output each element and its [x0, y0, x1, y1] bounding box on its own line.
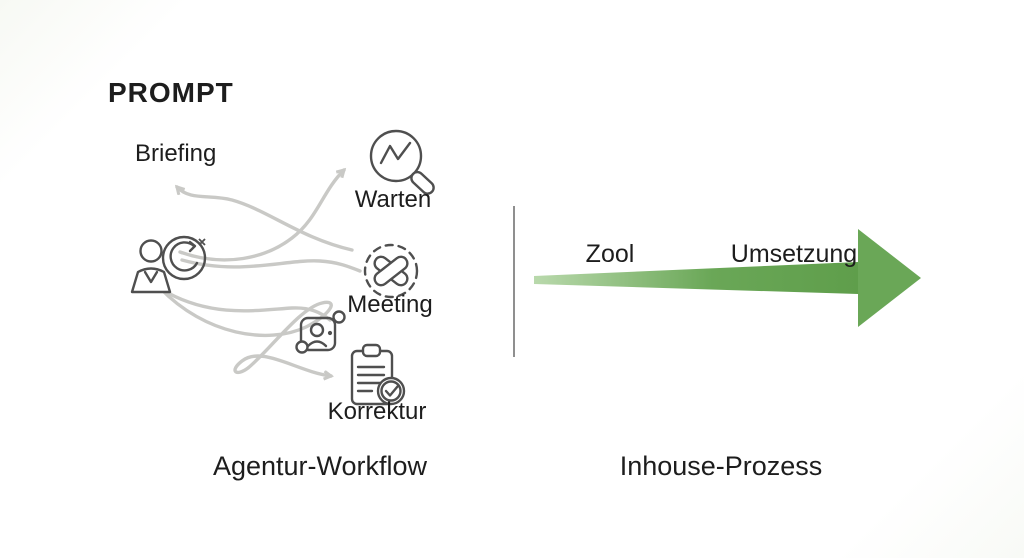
tangled-flow-lines — [158, 170, 362, 376]
magnifier-chart-icon — [369, 129, 435, 195]
node-label-meeting: Meeting — [347, 291, 432, 318]
photo-group-icon — [295, 310, 346, 354]
node-label-briefing: Briefing — [135, 140, 216, 167]
green-right-arrow — [534, 229, 921, 327]
node-label-korrektur: Korrektur — [328, 398, 427, 425]
green-arrow-head — [858, 229, 921, 327]
flow-line-loop-korrektur — [158, 286, 331, 376]
node-label-warten: Warten — [355, 186, 431, 213]
left-panel-caption: Agentur-Workflow — [213, 451, 428, 481]
crossed-pencils-icon — [363, 243, 419, 299]
step-label-zool: Zool — [586, 240, 635, 268]
agency-workflow-panel: Briefing Warten Meeting Korrektur Agentu… — [130, 129, 435, 481]
green-arrow-shaft — [534, 262, 858, 294]
flow-line-to-meeting — [180, 258, 362, 273]
inhouse-process-panel: Zool Umsetzung Inhouse-Prozess — [534, 229, 921, 481]
sparkle-icon — [198, 238, 206, 246]
person-refresh-icon — [130, 235, 207, 294]
flow-line-to-warten — [178, 170, 344, 262]
right-panel-caption: Inhouse-Prozess — [620, 451, 823, 481]
clipboard-check-icon — [350, 343, 406, 406]
page-title: PROMPT — [108, 77, 234, 108]
step-label-umsetzung: Umsetzung — [731, 240, 857, 268]
flow-line-lower-strand — [166, 291, 332, 322]
flow-line-to-briefing — [177, 187, 354, 252]
